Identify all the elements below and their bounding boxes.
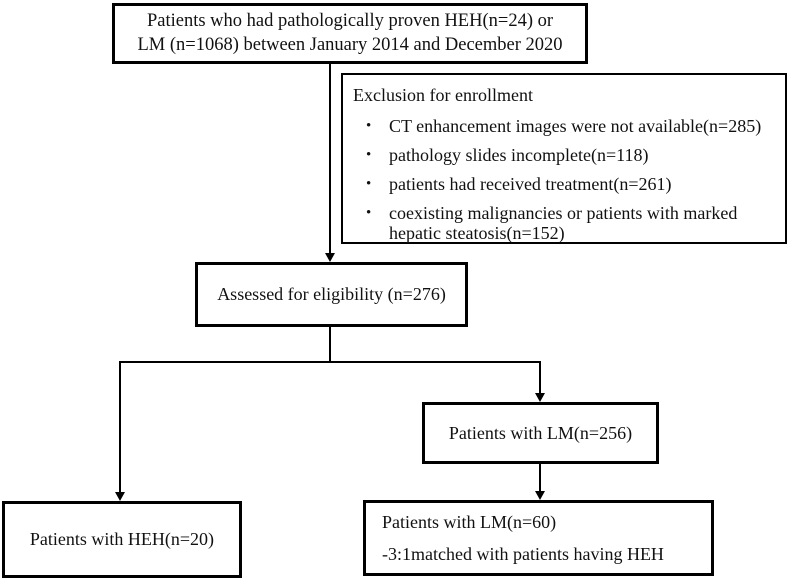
node-initial-patients-line2: LM (n=1068) between January 2014 and Dec… <box>137 34 563 55</box>
exclusion-bullet-text: patients had received treatment(n=261) <box>389 174 672 194</box>
exclusion-bullet-pathology-slides: • pathology slides incomplete(n=118) <box>353 145 779 165</box>
bullet-icon: • <box>366 176 372 192</box>
connector-branch-right <box>539 361 541 394</box>
node-patients-lm-256-label: Patients with LM(n=256) <box>448 422 633 443</box>
connector-branch-horizontal <box>119 361 541 363</box>
exclusion-bullet-received-treatment: • patients had received treatment(n=261) <box>353 174 779 194</box>
exclusion-bullet-ct-images: • CT enhancement images were not availab… <box>353 116 779 136</box>
node-assessed-eligibility-label: Assessed for eligibility (n=276) <box>217 284 446 305</box>
exclusion-bullet-coexisting-malignancies: • coexisting malignancies or patients wi… <box>353 203 779 243</box>
node-patients-heh-20-label: Patients with HEH(n=20) <box>29 529 215 550</box>
exclusion-bullet-text: coexisting malignancies or patients with… <box>389 203 738 244</box>
node-assessed-eligibility: Assessed for eligibility (n=276) <box>195 262 468 327</box>
arrowhead-into-lm256 <box>535 393 545 402</box>
bullet-icon: • <box>366 205 372 222</box>
node-initial-patients-line1: Patients who had pathologically proven H… <box>146 11 554 32</box>
exclusion-bullet-text: pathology slides incomplete(n=118) <box>389 144 649 165</box>
exclusion-bullet-text: CT enhancement images were not available… <box>389 115 762 136</box>
exclusion-title: Exclusion for enrollment <box>353 85 533 105</box>
node-exclusion-criteria: Exclusion for enrollment • CT enhancemen… <box>341 73 787 244</box>
connector-eligibility-stem <box>329 326 331 363</box>
arrowhead-into-lm60 <box>535 491 545 500</box>
node-patients-lm-256: Patients with LM(n=256) <box>422 402 659 464</box>
connector-lm256-to-lm60 <box>539 463 541 492</box>
connector-top-to-eligibility <box>329 62 331 254</box>
node-patients-heh-20: Patients with HEH(n=20) <box>2 501 242 578</box>
bullet-icon: • <box>366 146 372 163</box>
node-patients-lm-60: Patients with LM(n=60) -3:1matched with … <box>363 500 714 576</box>
node-patients-lm-60-line1: Patients with LM(n=60) <box>382 512 557 532</box>
node-patients-lm-60-line2: -3:1matched with patients having HEH <box>382 543 664 564</box>
node-initial-patients: Patients who had pathologically proven H… <box>112 3 588 64</box>
bullet-icon: • <box>366 117 372 134</box>
connector-branch-left <box>119 361 121 493</box>
arrowhead-into-heh <box>115 492 125 501</box>
arrowhead-into-eligibility <box>325 253 335 262</box>
